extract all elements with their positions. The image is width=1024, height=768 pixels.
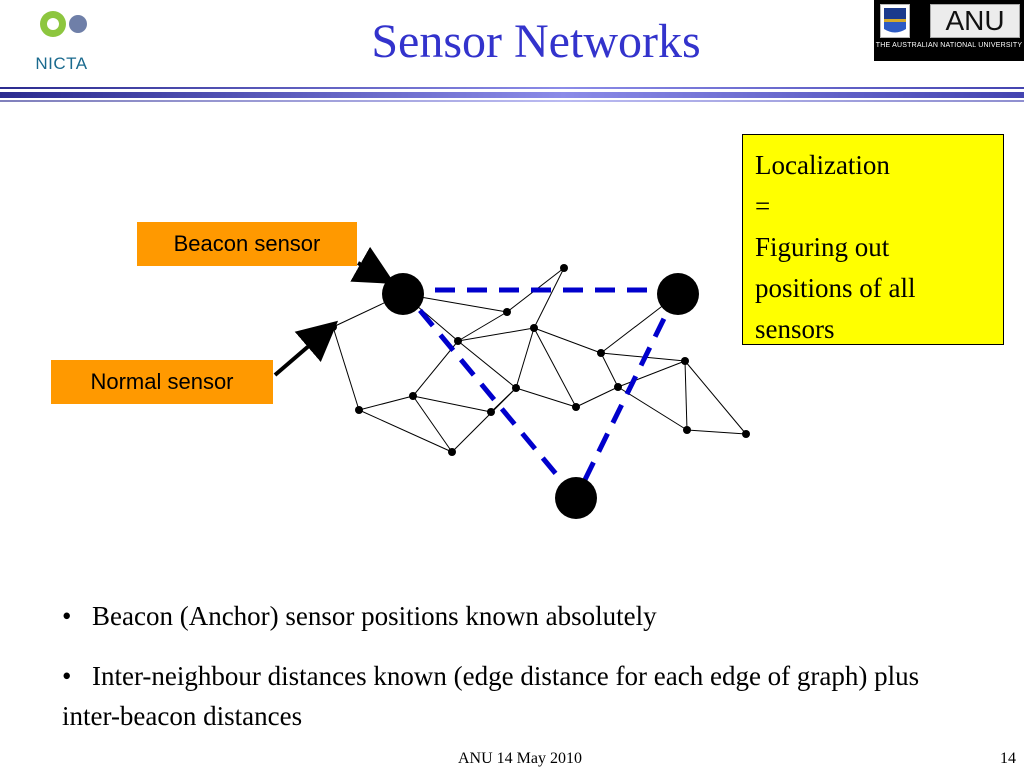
nicta-logo-mark [40,11,87,37]
definition-line: Figuring out [755,232,890,262]
bullet-item: • Beacon (Anchor) sensor positions known … [62,596,982,636]
anu-university-name: THE AUSTRALIAN NATIONAL UNIVERSITY [875,42,1023,49]
definition-line: sensors [755,314,835,344]
nicta-blue-circle [69,15,87,33]
bullet-marker: • [62,601,72,631]
beacon-sensor-label: Beacon sensor [137,222,357,266]
normal-sensor-nodes [329,264,750,456]
normal-sensor-node [409,392,417,400]
beacon-triangle [401,287,681,500]
beacon-sensor-node [657,273,699,315]
beacon-sensor-node [555,477,597,519]
localization-definition-box: Localization = Figuring out positions of… [742,134,1004,345]
normal-sensor-label: Normal sensor [51,360,273,404]
normal-arrow [273,320,339,377]
normal-sensor-node [683,426,691,434]
normal-sensor-node [530,324,538,332]
beacon-sensor-nodes [382,273,699,519]
normal-sensor-node [681,357,689,365]
normal-sensor-node [487,408,495,416]
normal-sensor-node [448,448,456,456]
nicta-wordmark: NICTA [35,54,88,73]
normal-sensor-node [355,406,363,414]
nicta-green-circle-hole [47,18,59,30]
normal-sensor-node [503,308,511,316]
normal-sensor-node [742,430,750,438]
header-divider [0,87,1024,102]
bullet-marker: • [62,661,72,691]
bullet-item: •Inter-neighbour distances known (edge d… [62,656,962,736]
bullet-text: Beacon (Anchor) sensor positions known a… [92,601,657,631]
callout-arrows [273,246,395,377]
anu-logo: ANU THE AUSTRALIAN NATIONAL UNIVERSITY [874,0,1024,61]
anu-crest-icon [880,4,910,38]
normal-sensor-node [597,349,605,357]
beacon-arrow [350,246,395,284]
normal-sensor-node [454,337,462,345]
normal-sensor-node [560,264,568,272]
normal-sensor-node [512,384,520,392]
page-number: 14 [1000,750,1016,767]
definition-line: positions of all [755,273,916,303]
normal-sensor-node [572,403,580,411]
normal-sensor-node [614,383,622,391]
nicta-logo: NICTA [14,2,114,77]
definition-line: = [755,191,771,221]
definition-line: Localization [755,150,890,180]
slide-title: Sensor Networks [371,15,701,68]
bullet-text: Inter-neighbour distances known (edge di… [62,661,920,731]
footer-date: ANU 14 May 2010 [458,750,582,767]
anu-wordmark: ANU [930,4,1020,38]
